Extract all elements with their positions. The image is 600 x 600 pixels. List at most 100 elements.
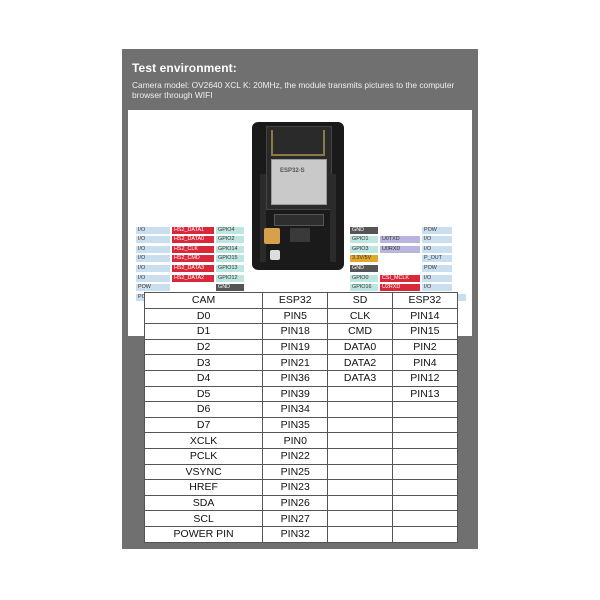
table-cell: PIN0 (262, 432, 329, 449)
table-cell: CLK (327, 307, 393, 325)
pin-type-label: POW (422, 264, 452, 272)
table-cell: PIN18 (262, 323, 329, 340)
table-cell: DATA0 (327, 338, 393, 356)
table-cell: D6 (143, 401, 264, 418)
table-cell: PIN14 (391, 307, 459, 325)
table-cell: PIN2 (391, 338, 459, 356)
table-cell: HREF (143, 479, 264, 496)
table-cell: PIN4 (391, 354, 459, 371)
table-cell: D0 (143, 307, 264, 325)
table-cell (391, 416, 459, 434)
table-cell (327, 432, 393, 449)
table-cell (327, 447, 393, 465)
pin-function-label (380, 265, 420, 272)
table-cell: D1 (143, 323, 264, 340)
table-cell (327, 525, 393, 543)
table-cell: PIN5 (262, 307, 329, 325)
table-cell: DATA3 (327, 369, 393, 387)
esp32-module: ESP32-S (266, 126, 332, 210)
reset-button (270, 250, 280, 260)
table-cell: D4 (143, 369, 264, 387)
table-header-cell: SD (327, 292, 393, 309)
pin-function-label (380, 255, 420, 262)
pin-type-label: I/O (422, 284, 452, 292)
table-cell: PIN27 (262, 510, 329, 527)
table-cell: PIN34 (262, 401, 329, 418)
pin-gpio-label: 3.3V/5V (350, 255, 378, 263)
pin-type-label: I/O (422, 274, 452, 282)
pin-function-label: U2RXD (380, 284, 420, 292)
table-cell: POWER PIN (143, 525, 264, 543)
pin-function-label: HS2_DATA0 (172, 236, 214, 244)
pin-type-label: I/O (422, 245, 452, 253)
pin-function-label: HS2_DATA2 (172, 274, 214, 282)
table-cell: PIN35 (262, 416, 329, 434)
table-cell (391, 401, 459, 418)
pin-gpio-label: GPIO16 (350, 284, 378, 292)
table-cell: SDA (143, 494, 264, 512)
pin-type-label: I/O (136, 274, 170, 282)
table-cell (391, 447, 459, 465)
table-cell: PIN36 (262, 369, 329, 387)
table-cell: CMD (327, 323, 393, 340)
regulator-chip (290, 228, 310, 242)
pin-gpio-label: GND (350, 264, 378, 272)
test-description: Camera model: OV2640 XCL K: 20MHz, the m… (132, 80, 455, 100)
pin-type-label: I/O (136, 255, 170, 263)
table-cell (391, 479, 459, 496)
table-cell (327, 463, 393, 481)
pcb-antenna-icon (271, 130, 325, 156)
table-cell (327, 510, 393, 527)
table-cell: PIN23 (262, 479, 329, 496)
esp32-cam-board: ESP32-S (252, 122, 344, 270)
table-cell (391, 494, 459, 512)
pin-type-label: POW (136, 284, 170, 292)
table-cell: D2 (143, 338, 264, 356)
pin-gpio-label: GPIO12 (216, 274, 244, 282)
rf-shield: ESP32-S (271, 159, 327, 205)
pin-type-label: I/O (136, 226, 170, 234)
section-heading: Test environment: (132, 61, 237, 75)
table-cell: PIN25 (262, 463, 329, 481)
right-pin-header (330, 174, 336, 262)
table-cell (391, 525, 459, 543)
pin-type-label: POW (422, 226, 452, 234)
pin-function-label (172, 284, 214, 291)
pin-type-label: I/O (422, 236, 452, 244)
table-cell (327, 479, 393, 496)
table-cell: SCL (143, 510, 264, 527)
camera-connector (274, 214, 324, 226)
table-cell (391, 510, 459, 527)
pin-gpio-label: GPIO2 (216, 236, 244, 244)
table-cell: XCLK (143, 432, 264, 449)
table-cell (327, 416, 393, 434)
table-cell: D7 (143, 416, 264, 434)
table-cell: PIN12 (391, 369, 459, 387)
pin-type-label: I/O (136, 236, 170, 244)
table-cell: PIN19 (262, 338, 329, 356)
right-pin-row: GND POW (350, 264, 454, 272)
pin-gpio-label: GPIO0 (350, 274, 378, 282)
table-header-cell: ESP32 (391, 292, 459, 309)
table-header-cell: CAM (143, 292, 264, 309)
